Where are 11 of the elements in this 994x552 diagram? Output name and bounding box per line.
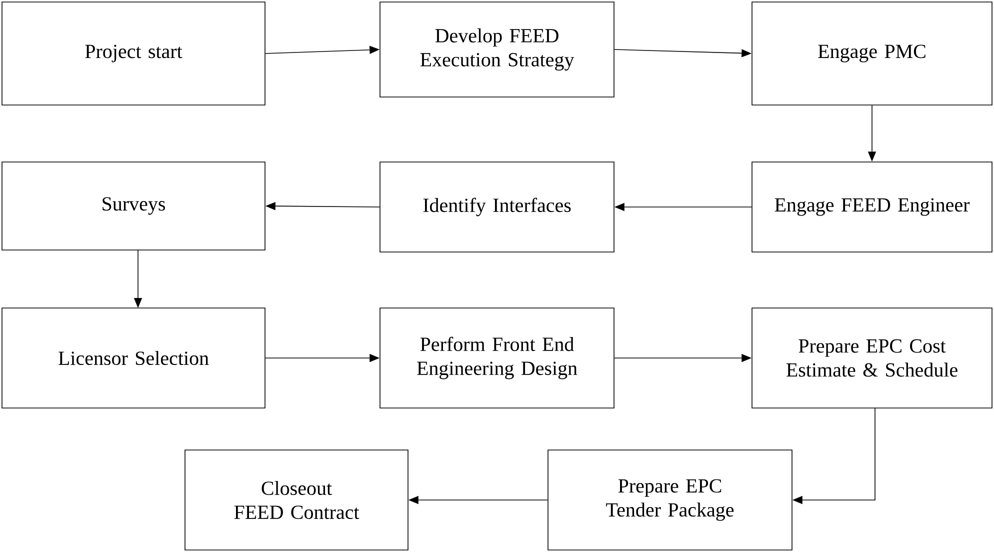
process-box: Identify Interfaces bbox=[380, 162, 614, 252]
process-box: Prepare EPC Tender Package bbox=[548, 450, 792, 550]
process-box: Closeout FEED Contract bbox=[184, 450, 408, 550]
process-box: Perform Front End Engineering Design bbox=[380, 308, 614, 408]
process-box: Licensor Selection bbox=[2, 308, 266, 408]
process-box: Prepare EPC Cost Estimate & Schedule bbox=[752, 308, 992, 408]
process-box: Project start bbox=[2, 2, 266, 106]
process-box: Engage FEED Engineer bbox=[752, 162, 992, 252]
process-box: Engage PMC bbox=[752, 2, 992, 106]
process-box: Surveys bbox=[2, 162, 266, 250]
process-box: Develop FEED Execution Strategy bbox=[380, 2, 614, 98]
